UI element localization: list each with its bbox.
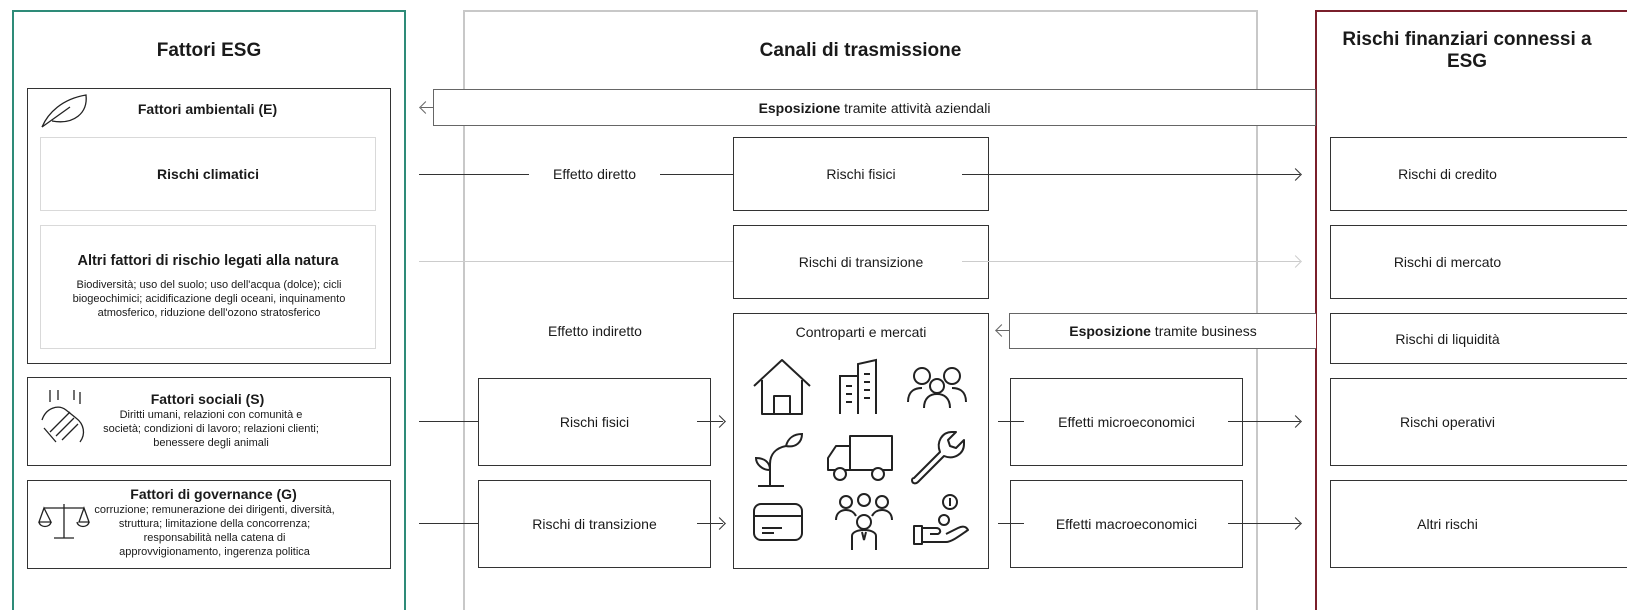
macro-effects-box: Effetti macroeconomici	[1010, 480, 1243, 568]
esg-column	[12, 10, 406, 610]
hand-coin-icon	[913, 494, 969, 545]
liquidity-risks-label: Rischi di liquidità	[1395, 330, 1500, 347]
indirect-transition-box: Rischi di transizione	[478, 480, 711, 568]
people-icon	[907, 367, 967, 409]
macro-arrowhead	[1289, 517, 1302, 530]
indirect-transition-label: Rischi di transizione	[532, 516, 657, 532]
operational-risks-label: Rischi operativi	[1400, 414, 1495, 430]
direct-line-mid	[660, 174, 760, 175]
governance-text: corruzione; remunerazione dei dirigenti,…	[94, 504, 335, 558]
financial-title: Rischi finanziari connessi a ESG	[1342, 29, 1592, 72]
liquidity-risks-box: Rischi di liquidità	[1330, 313, 1627, 364]
governance-title: Fattori di governance (G)	[130, 486, 297, 502]
exposure-activities-bold: Esposizione	[758, 99, 841, 116]
operational-risks-box: Rischi operativi	[1330, 378, 1627, 466]
physical-risks-box: Rischi fisici	[733, 137, 989, 211]
esg-title: Fattori ESG	[156, 40, 262, 61]
climate-risks-box: Rischi climatici	[40, 137, 376, 211]
exposure-activities-bar: Esposizione tramite attività aziendali	[433, 89, 1316, 126]
nature-risks-text: Biodiversità; uso del suolo; uso dell'ac…	[72, 279, 346, 319]
leaf-icon	[41, 94, 87, 128]
direct-effect-label: Effetto diretto	[552, 166, 636, 182]
indirect-transition-line-in	[419, 523, 479, 524]
physical-risks-label: Rischi fisici	[818, 166, 904, 182]
indirect-physical-line-in	[419, 421, 479, 422]
direct-line-left	[419, 174, 529, 175]
other-risks-box: Altri rischi	[1330, 480, 1627, 568]
channels-column	[463, 10, 1258, 610]
exposure-business-arrow-line	[996, 330, 1010, 331]
credit-risks-box: Rischi di credito	[1330, 137, 1627, 211]
environmental-title: Fattori ambientali (E)	[137, 101, 278, 117]
transition-line-left	[419, 261, 759, 262]
counterparties-box	[733, 313, 989, 569]
micro-line-in	[998, 421, 1024, 422]
exposure-activities-rest: tramite attività aziendali	[840, 99, 991, 116]
direct-line-right	[962, 174, 1300, 175]
exposure-business-bar: Esposizione tramite business	[1009, 313, 1316, 349]
indirect-transition-line-out	[697, 523, 723, 524]
macro-line-out	[1228, 523, 1300, 524]
macro-effects-label: Effetti macroeconomici	[1047, 516, 1206, 532]
climate-risks-label: Rischi climatici	[157, 166, 259, 182]
exposure-activities-arrow-line	[421, 107, 433, 108]
card-icon	[753, 503, 803, 541]
exposure-business-rest: tramite business	[1150, 323, 1257, 339]
macro-line-in	[998, 523, 1024, 524]
market-risks-label: Rischi di mercato	[1393, 254, 1502, 270]
micro-arrowhead	[1289, 415, 1302, 428]
indirect-physical-box: Rischi fisici	[478, 378, 711, 466]
exposure-business-bold: Esposizione	[1069, 323, 1151, 339]
channels-title: Canali di trasmissione	[759, 40, 962, 61]
market-risks-box: Rischi di mercato	[1330, 225, 1627, 299]
truck-icon	[827, 435, 893, 481]
micro-effects-label: Effetti microeconomici	[1050, 414, 1203, 430]
scales-icon	[38, 504, 90, 539]
micro-effects-box: Effetti microeconomici	[1010, 378, 1243, 466]
wrench-icon	[911, 431, 965, 485]
buildings-icon	[839, 358, 877, 414]
transition-arrowhead	[1289, 255, 1302, 268]
transition-line-right	[962, 261, 1300, 262]
credit-risks-label: Rischi di credito	[1398, 166, 1497, 182]
micro-line-out	[1228, 421, 1300, 422]
direct-arrowhead	[1289, 168, 1302, 181]
financial-column	[1315, 10, 1627, 610]
exposure-activities-arrowhead	[419, 101, 432, 114]
transition-risks-label: Rischi di transizione	[790, 254, 932, 270]
indirect-physical-line-out	[697, 421, 723, 422]
social-title: Fattori sociali (S)	[150, 391, 265, 407]
nature-risks-box	[40, 225, 376, 349]
social-box	[27, 377, 391, 466]
nature-risks-title: Altri fattori di rischio legati alla nat…	[77, 253, 339, 269]
team-icon	[835, 493, 893, 550]
indirect-physical-label: Rischi fisici	[559, 414, 630, 430]
other-risks-label: Altri rischi	[1417, 516, 1478, 532]
social-text: Diritti umani, relazioni con comunità e …	[103, 409, 319, 449]
indirect-effect-label: Effetto indiretto	[548, 323, 642, 339]
house-icon	[753, 359, 811, 415]
counterparties-title: Controparti e mercati	[795, 324, 927, 340]
plant-icon	[754, 432, 804, 487]
transition-risks-box: Rischi di transizione	[733, 225, 989, 299]
hands-icon	[41, 390, 85, 443]
